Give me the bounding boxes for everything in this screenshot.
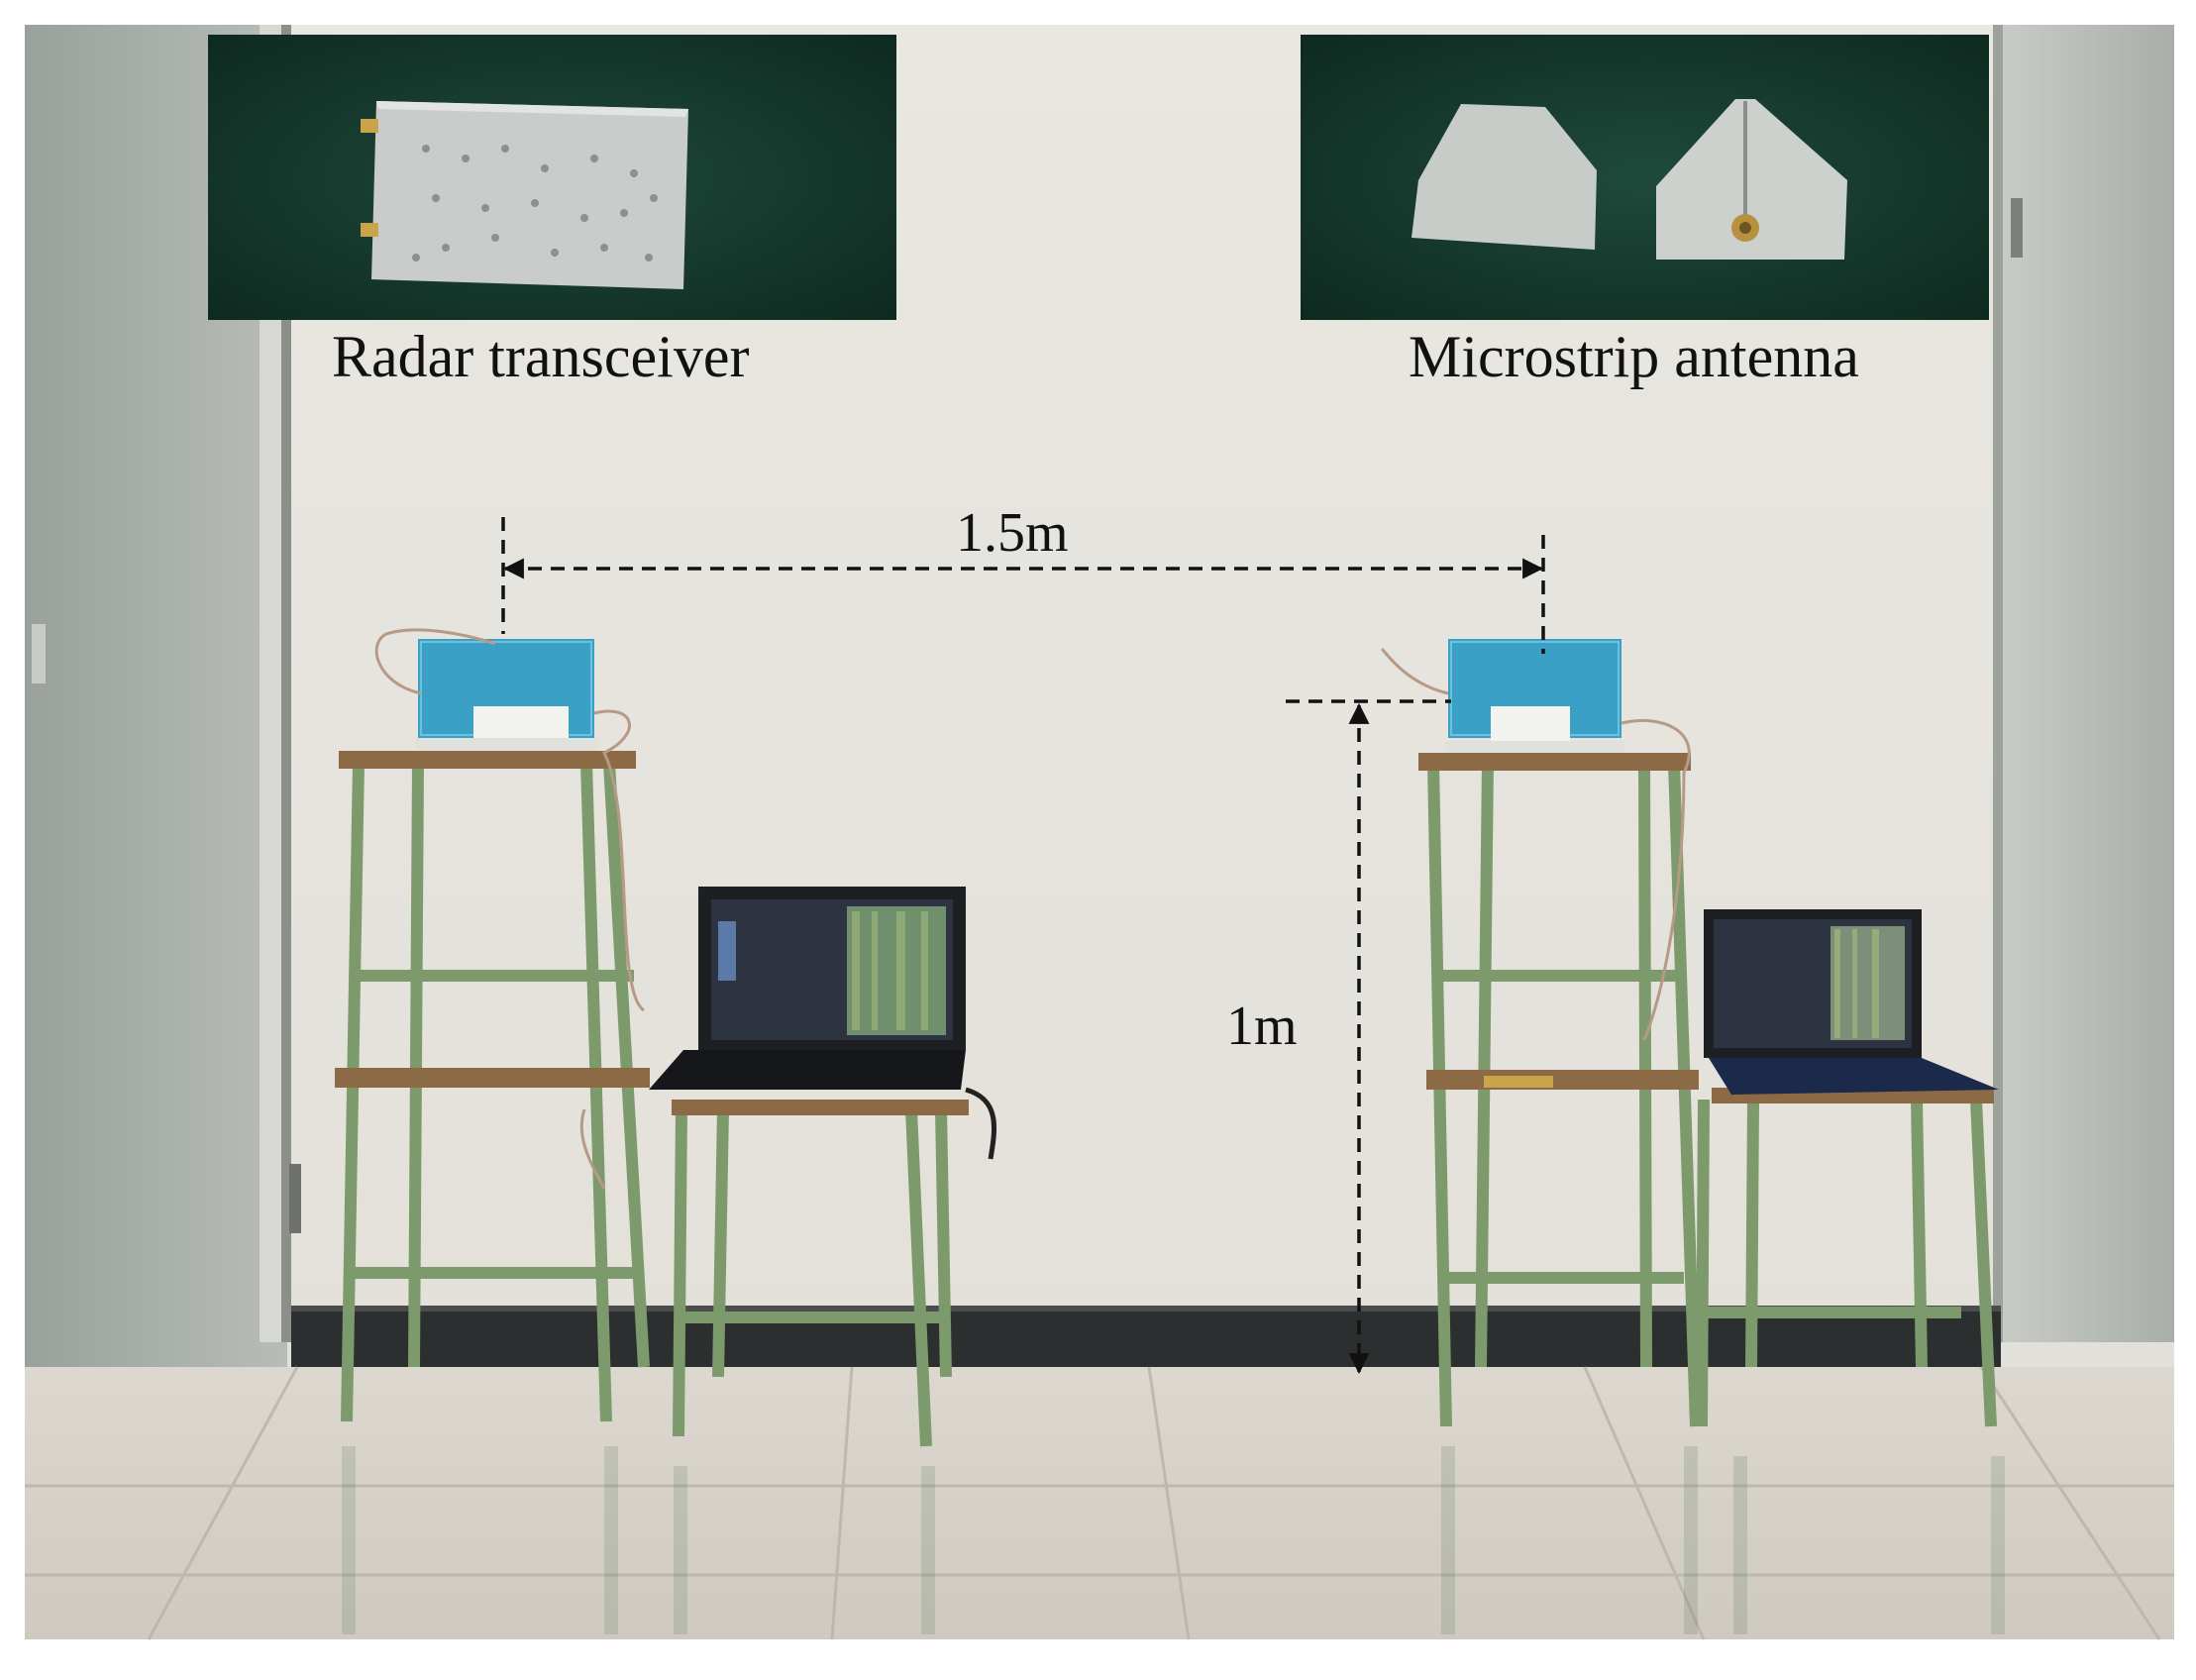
horizontal-distance-label: 1.5m <box>956 502 1069 564</box>
radar-transceiver-caption: Radar transceiver <box>332 324 750 389</box>
microstrip-antenna-inset <box>1301 35 1989 320</box>
microstrip-antenna-caption: Microstrip antenna <box>1409 324 1859 389</box>
cables <box>374 628 1691 1190</box>
left-laptop-table <box>673 1108 952 1447</box>
radar-transceiver-inset <box>208 35 896 320</box>
dimension-lines <box>501 517 1545 1375</box>
right-radar-unit <box>1446 639 1624 753</box>
left-stool <box>341 762 650 1422</box>
right-stool <box>1427 762 1702 1427</box>
left-laptop <box>649 887 966 1090</box>
right-laptop-table <box>1696 1099 1997 1427</box>
height-label: 1m <box>1226 996 1298 1057</box>
right-laptop <box>1704 909 1999 1095</box>
left-radar-unit <box>416 639 599 750</box>
